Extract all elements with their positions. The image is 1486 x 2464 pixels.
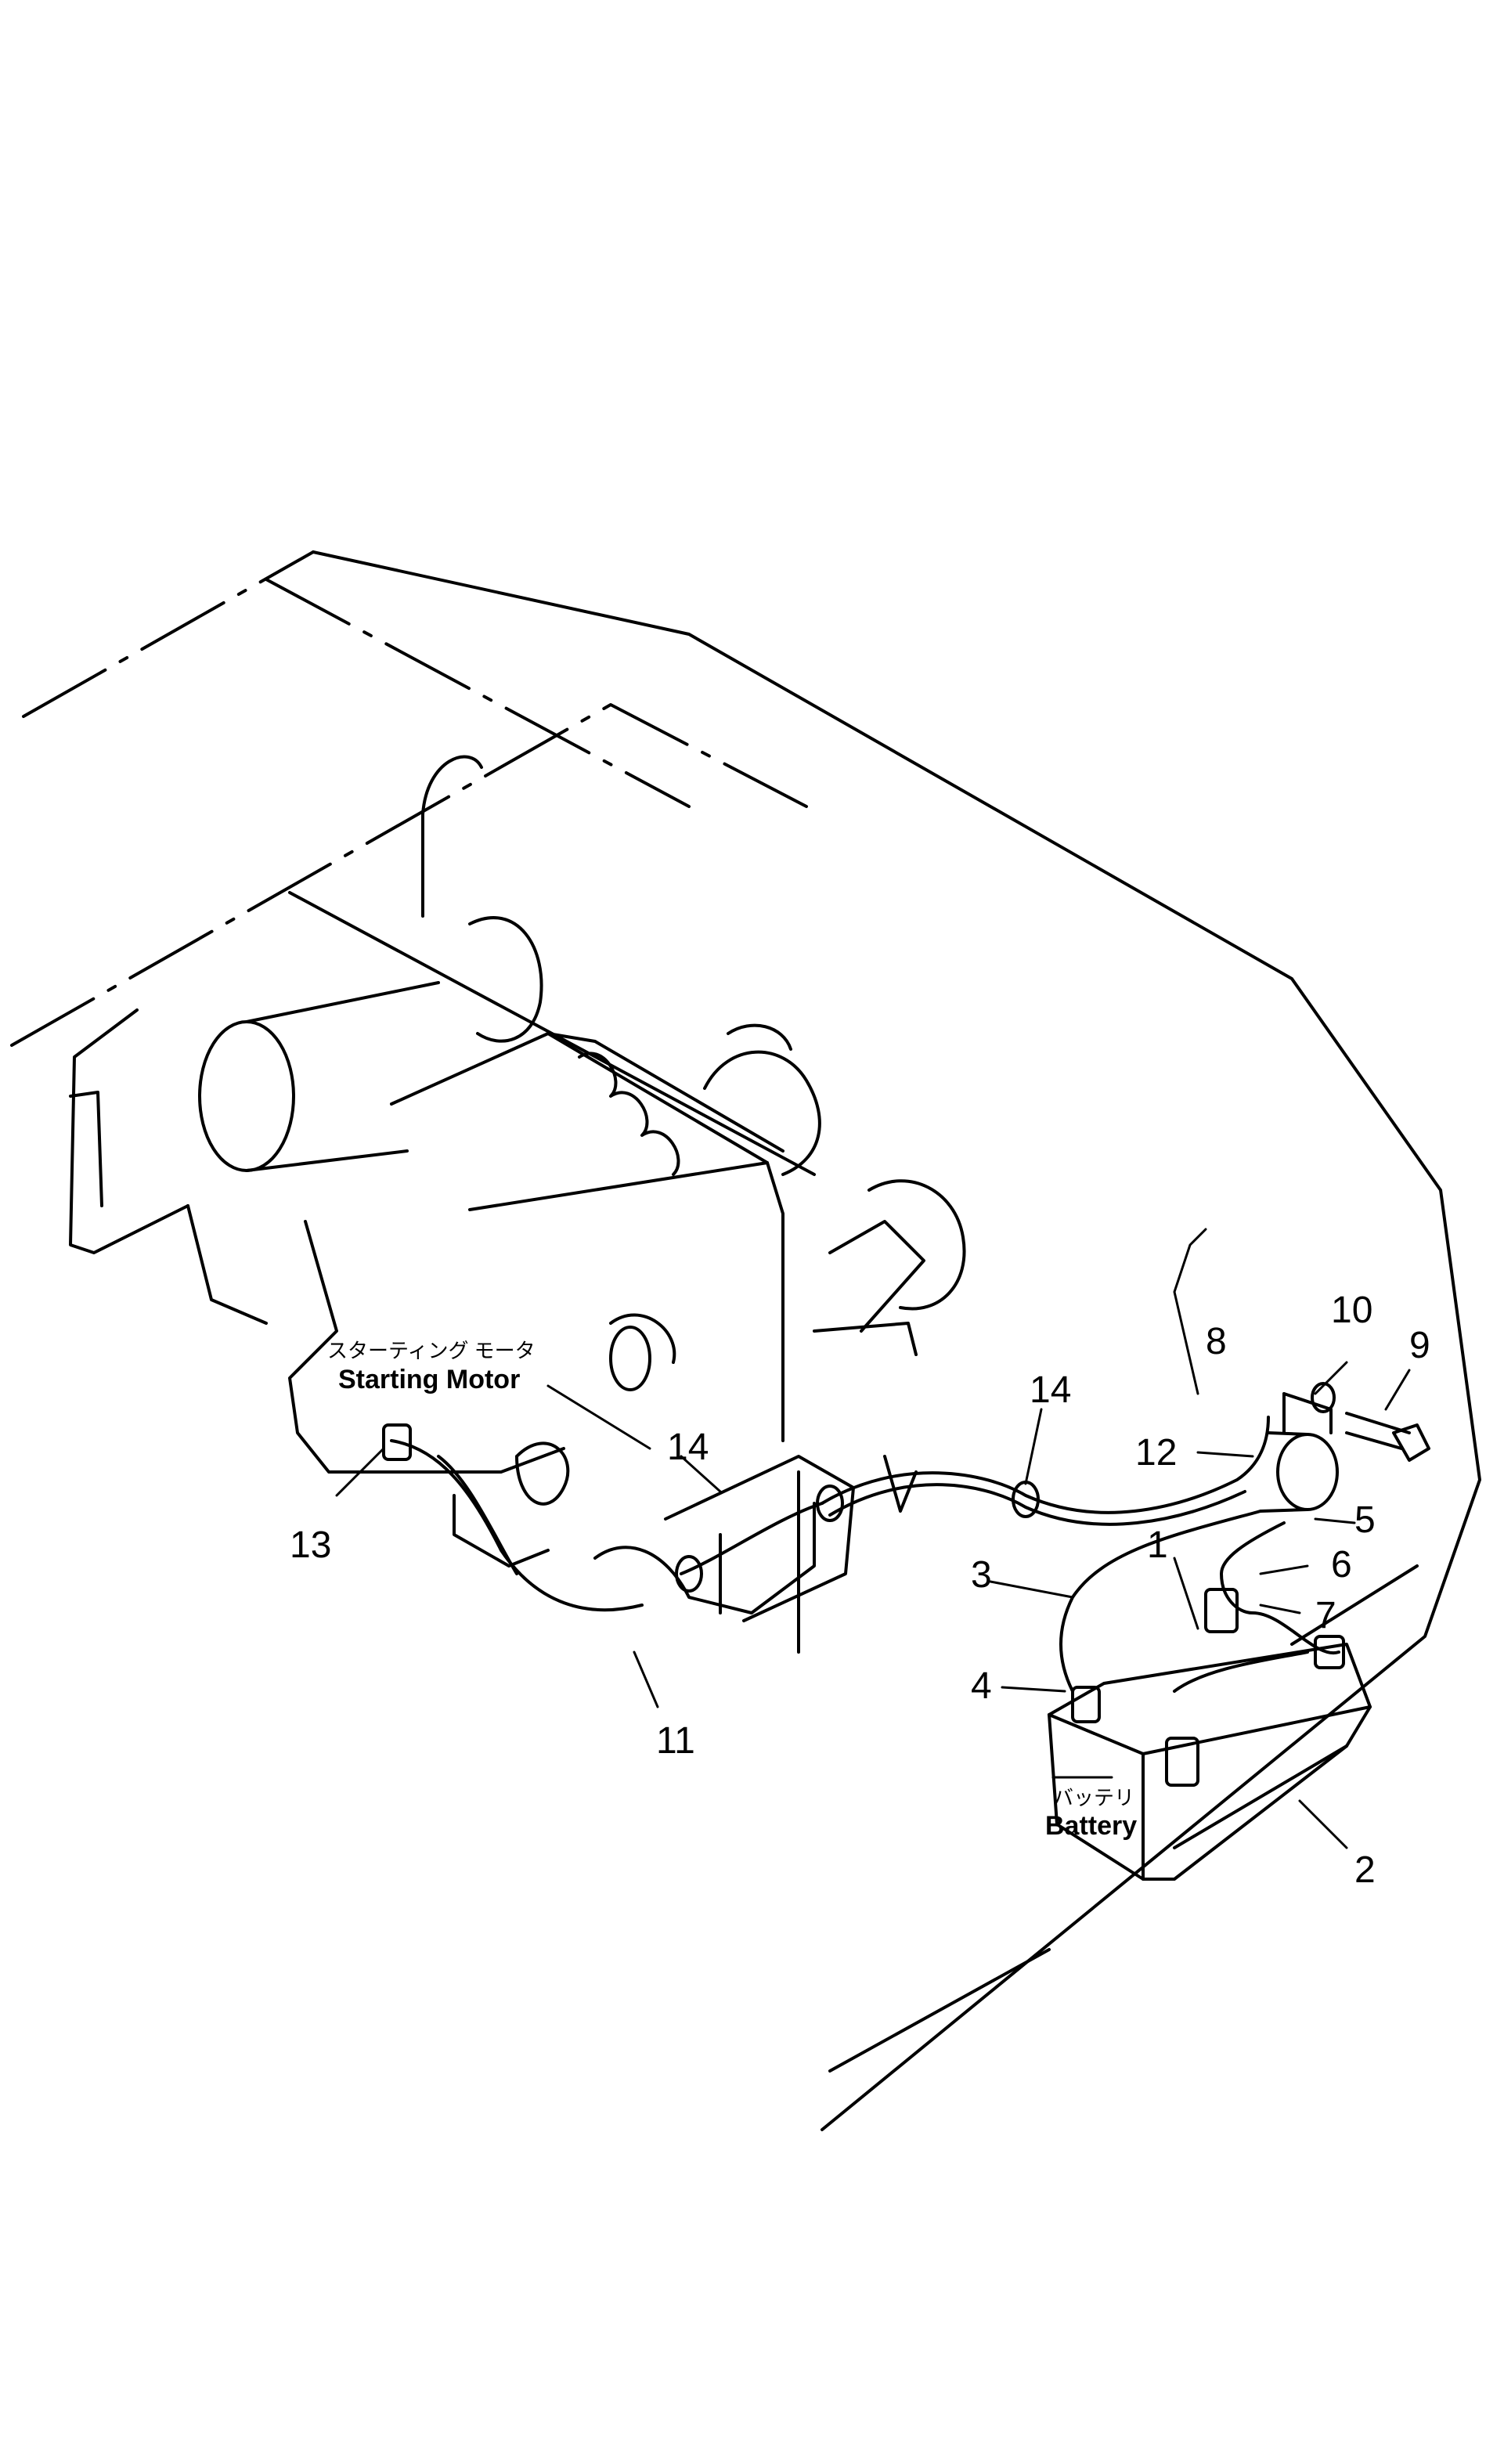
starting-motor-label-jp: スターティング モータ [327,1339,536,1362]
callout-8: 8 [1206,1321,1227,1362]
engine [69,755,966,1654]
callout-12: 12 [1135,1432,1178,1474]
callout-1: 1 [1147,1524,1168,1566]
battery [1048,1588,1372,1881]
callout-5: 5 [1354,1499,1376,1541]
starting-motor-label: Starting Motor [338,1365,521,1394]
callout-14-harness: 14 [1030,1369,1072,1411]
callout-3: 3 [971,1554,992,1596]
callout-7: 7 [1315,1595,1336,1636]
battery-cables [1059,1510,1340,1693]
starter-terminal [382,1423,412,1461]
frame-outline [10,550,1481,2131]
callout-14-engine: 14 [667,1427,709,1468]
callout-4: 4 [971,1665,992,1707]
battery-relay [1259,1382,1430,1513]
wiring-harness [390,1416,1270,1612]
battery-label: Battery [1045,1811,1138,1841]
callout-9: 9 [1409,1325,1430,1366]
battery-label-jp: バッテリ [1053,1786,1135,1809]
callout-13: 13 [290,1524,332,1566]
callout-2: 2 [1354,1849,1376,1891]
callout-11: 11 [656,1720,695,1762]
leader-lines [335,1228,1411,1849]
callout-6: 6 [1331,1544,1352,1586]
callout-10: 10 [1331,1290,1373,1331]
